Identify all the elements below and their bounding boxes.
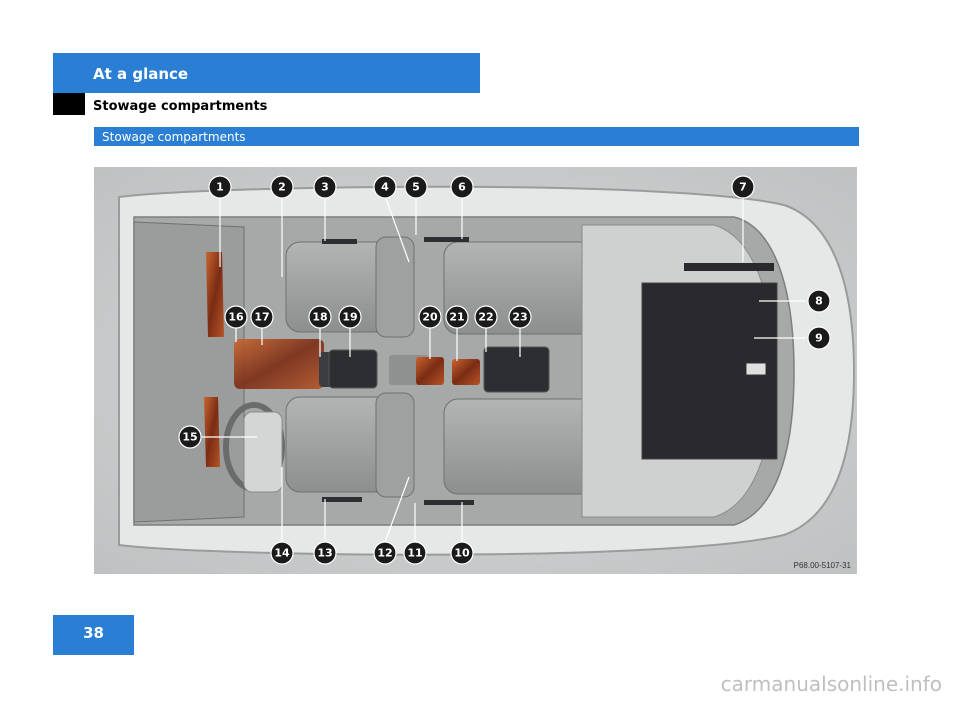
callout-22: 22 [478, 311, 493, 324]
page-number-tab: 38 [53, 615, 134, 655]
callout-1: 1 [216, 181, 224, 194]
callout-12: 12 [377, 547, 392, 560]
callout-2: 2 [278, 181, 286, 194]
callout-20: 20 [422, 311, 438, 324]
callout-7: 7 [739, 181, 747, 194]
callout-17: 17 [254, 311, 269, 324]
callout-23: 23 [512, 311, 527, 324]
callout-6: 6 [458, 181, 466, 194]
callout-21: 21 [449, 311, 464, 324]
callout-14: 14 [274, 547, 290, 560]
section-bar: Stowage compartments [94, 127, 859, 146]
callout-4: 4 [381, 181, 389, 194]
callout-15: 15 [182, 431, 197, 444]
header-band: At a glance [53, 53, 480, 93]
callout-18: 18 [312, 311, 327, 324]
page-subtitle: Stowage compartments [93, 99, 268, 114]
callout-10: 10 [454, 547, 470, 560]
callout-5: 5 [412, 181, 420, 194]
figure-reference-code: P68.00-5107-31 [793, 561, 851, 570]
callout-13: 13 [317, 547, 332, 560]
callout-11: 11 [407, 547, 422, 560]
callout-9: 9 [815, 332, 823, 345]
callout-16: 16 [228, 311, 244, 324]
section-marker [53, 93, 85, 115]
callout-8: 8 [815, 295, 823, 308]
section-bar-title: Stowage compartments [102, 130, 246, 144]
page-number: 38 [83, 624, 104, 642]
watermark: carmanualsonline.info [720, 672, 942, 696]
car-illustration: 1 2 3 4 5 6 7 8 9 10 11 12 13 14 15 16 1… [94, 167, 857, 574]
callout-3: 3 [321, 181, 329, 194]
car-interior-figure: 1 2 3 4 5 6 7 8 9 10 11 12 13 14 15 16 1… [94, 167, 857, 574]
callout-19: 19 [342, 311, 357, 324]
section-title: At a glance [93, 65, 189, 83]
